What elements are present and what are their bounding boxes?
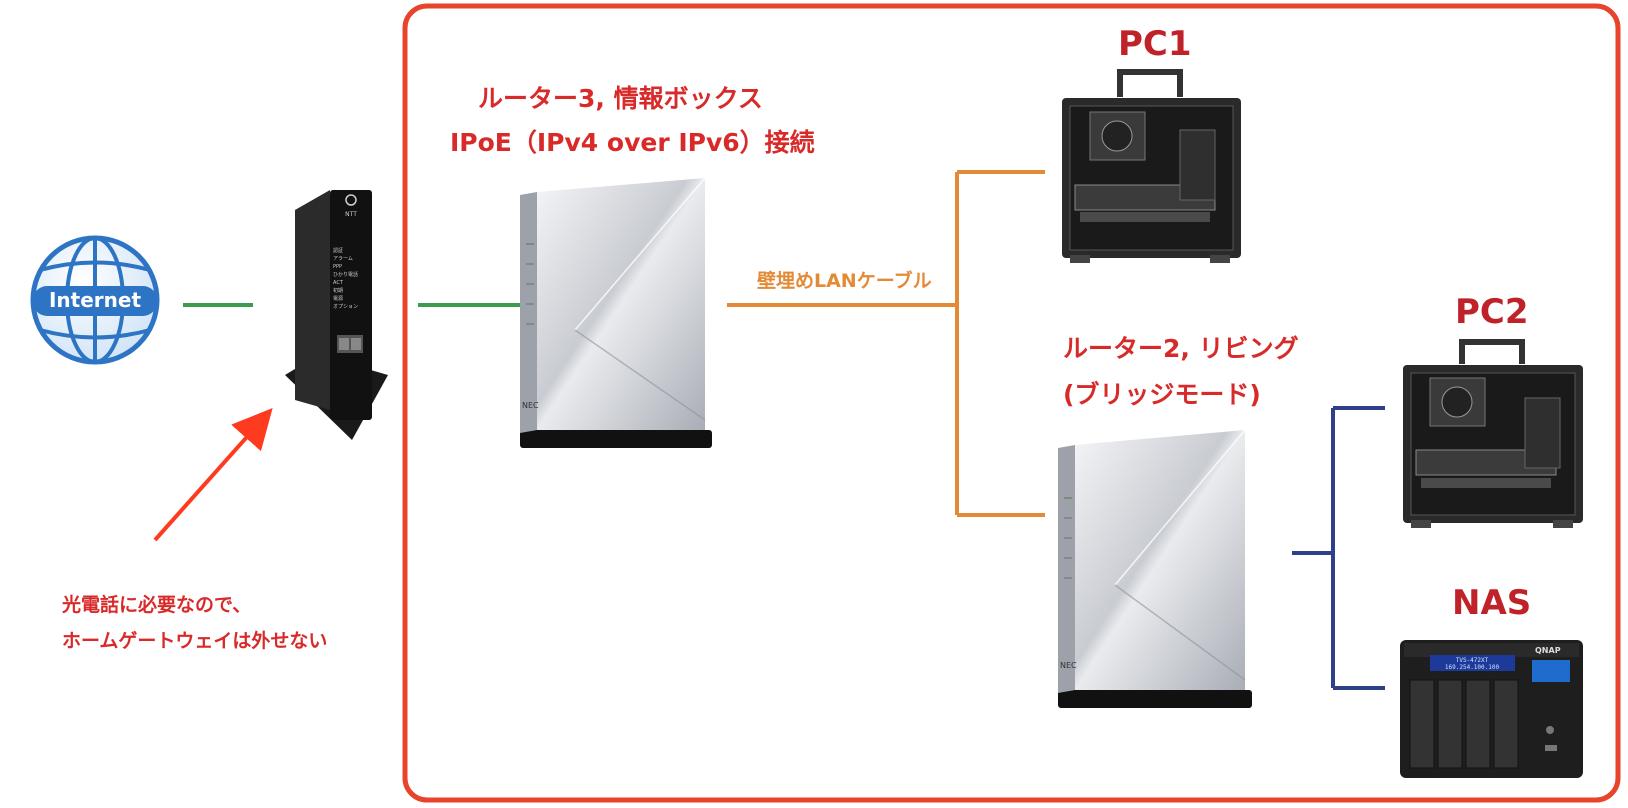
pc1-device <box>1062 69 1241 263</box>
gateway-led-label: 電源 <box>333 295 343 302</box>
nas-label: NAS <box>1452 583 1532 623</box>
gateway-led-label: アラーム <box>333 256 353 262</box>
nas-device <box>1400 640 1583 778</box>
router2-title: ルーター2, リビング <box>1063 334 1299 363</box>
router3-connection: IPoE（IPv4 over IPv6）接続 <box>450 128 815 157</box>
nas-brand: QNAP <box>1535 646 1561 655</box>
pc1-label: PC1 <box>1118 24 1192 64</box>
internet-globe-icon <box>30 235 160 365</box>
pc2-device <box>1403 339 1583 528</box>
router3-device <box>520 177 712 448</box>
router2-mode: (ブリッジモード) <box>1063 380 1261 409</box>
gateway-led-label: ひかり電話 <box>333 271 358 278</box>
router2-device <box>1058 429 1252 708</box>
nas-lcd-model: TVS-472XT <box>1456 657 1489 664</box>
gateway-note-arrow <box>153 408 273 542</box>
router3-title: ルーター3, 情報ボックス <box>478 84 763 113</box>
gateway-note-line2: ホームゲートウェイは外せない <box>62 630 328 652</box>
lan-frame <box>402 3 1621 803</box>
pc2-label: PC2 <box>1455 292 1529 332</box>
gateway-led-label: 初期 <box>333 287 343 294</box>
router2-brand: NEC <box>1060 661 1077 670</box>
gateway-note-line1: 光電話に必要なので、 <box>62 594 252 616</box>
gateway-led-label: ACT <box>333 280 344 286</box>
cable-branch-lines <box>727 170 1045 517</box>
gateway-led-label: オプション <box>333 304 358 310</box>
cable-label: 壁埋めLANケーブル <box>757 270 932 292</box>
home-gateway-device <box>285 190 388 440</box>
gateway-led-label: 認証 <box>333 247 343 254</box>
gateway-led-label: PPP <box>333 264 342 270</box>
router2-branch-lines <box>1292 406 1385 690</box>
internet-label: Internet <box>49 288 141 312</box>
router3-brand: NEC <box>522 401 539 410</box>
gateway-brand: NTT <box>345 211 357 218</box>
nas-lcd-ip: 169.254.100.100 <box>1445 664 1500 671</box>
